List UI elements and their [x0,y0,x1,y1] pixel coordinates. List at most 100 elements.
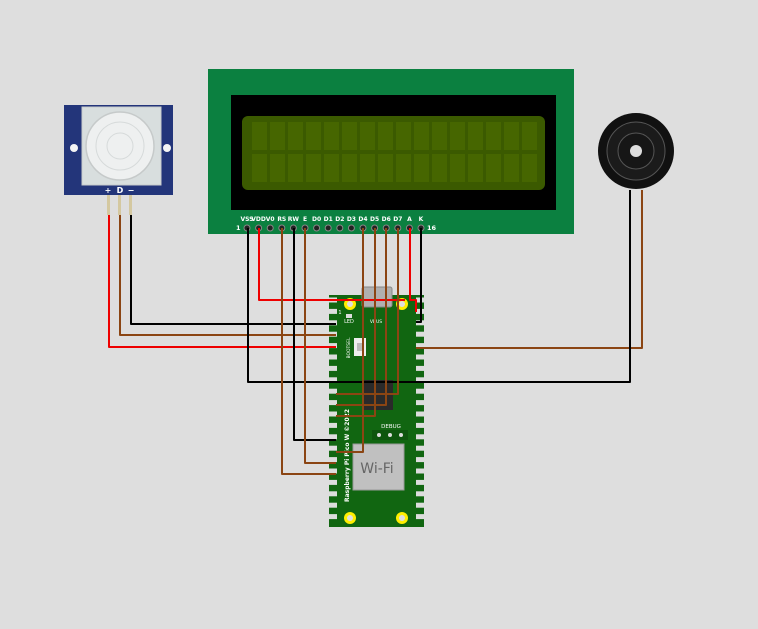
buzzer-center-hole [630,145,642,157]
lcd-pin-label: D0 [312,216,321,223]
pico-pin-right[interactable] [416,377,424,383]
lcd-char-cell [378,154,393,182]
pico-pin-right[interactable] [416,457,424,463]
lcd-char-cell [432,154,447,182]
wire-pir-data[interactable] [119,215,336,336]
wire-lcd-backlight-anode[interactable] [409,228,417,312]
lcd-pin-label: D2 [335,216,344,223]
lcd-char-cell [288,122,303,150]
lcd-char-cell [324,154,339,182]
pico-pin-left[interactable] [329,479,337,485]
lcd-char-cell [504,122,519,150]
pir-pin-vcc[interactable] [107,195,110,215]
pico-pin-right[interactable] [416,354,424,360]
usb-connector[interactable] [361,286,393,308]
pin1-label: 1 [338,310,341,316]
lcd-char-cell [522,122,537,150]
wire-pir-gnd[interactable] [130,215,336,325]
wifi-label: Wi-Fi [360,461,393,477]
pir-pin-data[interactable] [118,195,121,215]
wire-lcd-d4[interactable] [336,228,364,453]
lcd-char-cell [396,154,411,182]
vbus-label: VBUS [370,319,382,325]
lcd-pin-pad[interactable] [324,224,332,232]
lcd-pin-label: D3 [347,216,356,223]
lcd-pin-pad[interactable] [313,224,321,232]
pico-pin-left[interactable] [329,434,337,440]
pico-pin-left[interactable] [329,491,337,497]
debug-pin-2[interactable] [388,433,392,437]
pico-pin-left[interactable] [329,388,337,394]
wire-lcd-d6[interactable] [336,228,387,406]
pico-w-board[interactable]: LED 1 VBUS BOOTSEL DEBUG Wi-Fi Raspberry… [329,286,424,527]
lcd-pin-label: D6 [382,216,391,223]
lcd-pin-label: VSS [240,216,253,223]
lcd-char-cell [270,154,285,182]
lcd-pin-label: D7 [393,216,402,223]
lcd-pin-number-last: 16 [427,224,437,232]
pico-pin-right[interactable] [416,331,424,337]
lcd-char-cell [450,154,465,182]
pico-pin-right[interactable] [416,388,424,394]
lcd-pin-label: E [303,216,307,223]
pico-pin-right[interactable] [416,468,424,474]
wire-lcd-vdd[interactable] [258,228,405,301]
pico-pin-left[interactable] [329,457,337,463]
pico-pin-left[interactable] [329,514,337,520]
pico-pin-left[interactable] [329,343,337,349]
lcd-char-cell [288,154,303,182]
pico-pin-right[interactable] [416,411,424,417]
bootsel-label: BOOTSEL [346,337,352,359]
wire-lcd-backlight-cathode[interactable] [416,228,422,323]
pico-pin-right[interactable] [416,400,424,406]
wire-buzzer-signal[interactable] [416,190,643,349]
debug-pin-1[interactable] [377,433,381,437]
mount-hole-bottom-right-center [399,515,405,521]
pico-pin-right[interactable] [416,434,424,440]
pico-pin-right[interactable] [416,514,424,520]
lcd-char-cell [252,154,267,182]
pico-pin-left[interactable] [329,320,337,326]
lcd-pin-pad[interactable] [347,224,355,232]
lcd-char-cell [432,122,447,150]
pico-pin-left[interactable] [329,400,337,406]
lcd-pin-pad[interactable] [336,224,344,232]
pico-pin-left[interactable] [329,445,337,451]
lcd-pin-label: K [419,216,424,223]
pir-mount-hole-right [163,144,171,152]
pico-pin-left[interactable] [329,502,337,508]
pir-pin-gnd[interactable] [129,195,132,215]
lcd-pin-label: D4 [358,216,367,223]
pico-pin-left[interactable] [329,354,337,360]
wire-pir-vcc[interactable] [108,215,336,348]
wire-lcd-e[interactable] [304,228,336,464]
pico-pin-right[interactable] [416,479,424,485]
pico-pin-left[interactable] [329,422,337,428]
wire-lcd-rw[interactable] [293,228,336,441]
pico-pin-left[interactable] [329,308,337,314]
bootsel-button-cap[interactable] [357,343,363,351]
wire-lcd-d7[interactable] [336,228,399,395]
led-label: LED [344,319,354,325]
pico-pin-right[interactable] [416,422,424,428]
lcd-pin-pad[interactable] [266,224,274,232]
pico-pin-right[interactable] [416,365,424,371]
debug-pin-3[interactable] [399,433,403,437]
pico-pin-left[interactable] [329,411,337,417]
pico-pin-right[interactable] [416,491,424,497]
pico-pin-right[interactable] [416,343,424,349]
pico-pin-left[interactable] [329,377,337,383]
lcd-char-cell [468,154,483,182]
pico-pin-left[interactable] [329,468,337,474]
pir-pin-label-vcc: + [105,186,112,195]
pir-sensor[interactable]: + D − [64,105,173,215]
wire-buzzer-gnd[interactable] [247,190,631,383]
wire-lcd-d5[interactable] [336,228,376,417]
buzzer[interactable] [598,113,674,189]
pico-pin-right[interactable] [416,502,424,508]
pico-pin-right[interactable] [416,445,424,451]
wire-lcd-rs[interactable] [281,228,336,475]
pico-pin-left[interactable] [329,365,337,371]
